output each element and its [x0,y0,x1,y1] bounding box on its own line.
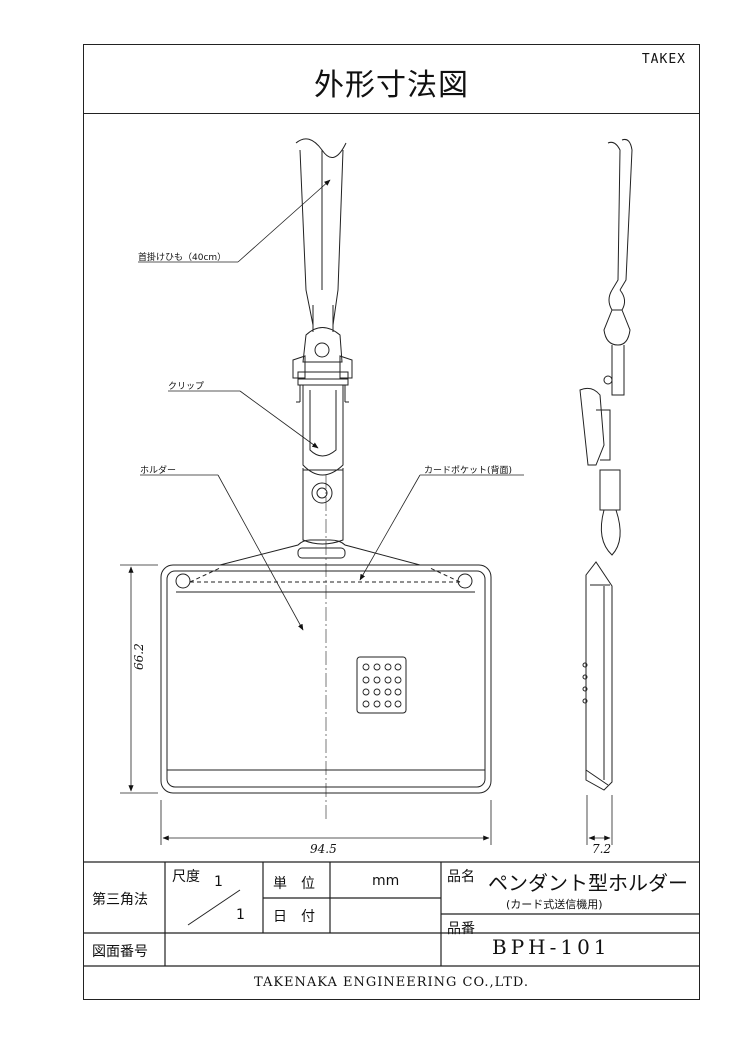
callout-clip: クリップ [168,382,205,392]
unit-label: 単 位 [273,876,315,892]
drawing-sheet [83,44,700,1000]
dimension-width: 94.5 [310,842,337,856]
strap-front [295,138,347,332]
product-note: (カード式送信機用) [506,898,603,911]
product-number-label: 品番 [447,921,475,937]
leader-lines [138,179,524,631]
brand-label: TAKEX [641,52,686,67]
date-label: 日 付 [273,909,315,925]
title-block-grid [83,861,700,967]
scale-denominator: 1 [236,907,245,923]
product-name: ペンダント型ホルダー [488,871,688,895]
product-name-label: 品名 [447,869,475,885]
clip-front [292,327,353,476]
swivel-front [302,468,344,545]
side-bumps [582,662,588,704]
product-number: BPH-101 [492,935,611,959]
scale-numerator: 1 [214,874,223,890]
dimension-height: 66.2 [132,643,146,670]
side-view [579,139,633,791]
dimension-lines [120,564,613,845]
scale-label: 尺度 [172,869,200,885]
drawing-number-label: 図面番号 [92,944,148,960]
callout-pocket: カードポケット(背面) [424,466,513,476]
dot-grid [362,663,402,708]
callout-strap: 首掛けひも（40cm） [138,253,227,263]
unit-value: mm [372,873,400,889]
title-row: 外形寸法図 TAKEX [83,44,700,114]
callout-holder: ホルダー [140,466,177,476]
projection-method: 第三角法 [92,892,148,908]
company-name: TAKENAKA ENGINEERING CO.,LTD. [253,975,530,990]
holder-front [160,475,492,820]
dimension-depth: 7.2 [592,842,612,856]
page-title: 外形寸法図 [314,68,469,103]
